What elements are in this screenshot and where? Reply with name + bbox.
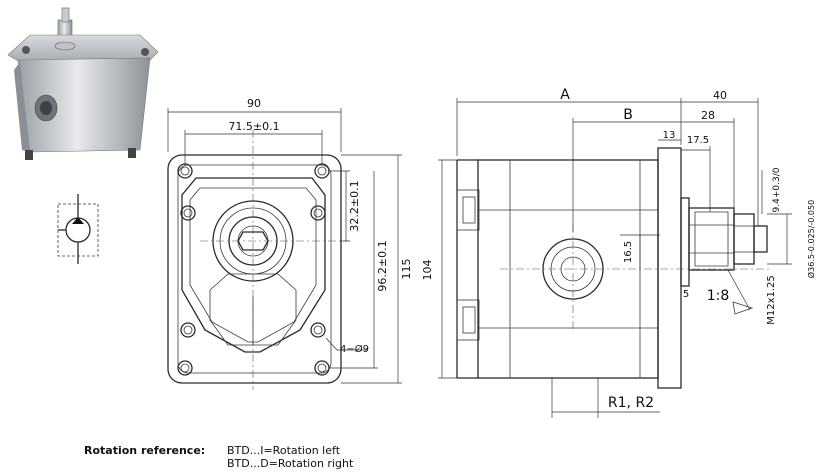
dim-ports: R1, R2: [608, 395, 654, 411]
side-view: [456, 147, 772, 389]
dim-length-b: B: [623, 107, 633, 123]
rotation-reference: Rotation reference: BTD...I=Rotation left…: [84, 444, 353, 470]
dim-shaft-dia: Ø36.5-0.025/-0.050: [806, 200, 816, 278]
dim-holes: 4−Ø9: [340, 343, 369, 355]
rotation-label: Rotation reference:: [84, 444, 206, 457]
dim-width: 90: [247, 97, 261, 110]
dim-thread: M12x1.25: [766, 275, 777, 325]
front-view: [167, 130, 350, 390]
dim-spline-len: 17.5: [687, 135, 709, 146]
pump-photo: [7, 7, 159, 160]
dim-key-width: 9.4+0.3/0: [772, 167, 782, 212]
dim-flange-thick: 13: [663, 130, 676, 141]
front-dimensions: [167, 108, 402, 384]
rotation-left: BTD...I=Rotation left: [227, 444, 341, 457]
dim-offset-v: 32.2±0.1: [348, 180, 361, 231]
dim-length-a: A: [560, 87, 570, 103]
dim-body-height: 104: [421, 260, 434, 281]
pump-symbol: [57, 194, 99, 264]
dim-bolt-spacing-v: 96.2±0.1: [376, 240, 389, 291]
dim-shaft-length: 28: [701, 109, 715, 122]
dim-height: 115: [400, 259, 413, 280]
dim-small: 5: [683, 289, 689, 300]
side-dimensions: [438, 98, 792, 418]
dim-bolt-spacing-h: 71.5±0.1: [228, 120, 279, 133]
dim-port-offset: 16.5: [623, 241, 634, 263]
dim-taper: 1:8: [707, 288, 730, 304]
dim-flange-overhang: 40: [713, 89, 727, 102]
rotation-right: BTD...D=Rotation right: [227, 457, 354, 470]
